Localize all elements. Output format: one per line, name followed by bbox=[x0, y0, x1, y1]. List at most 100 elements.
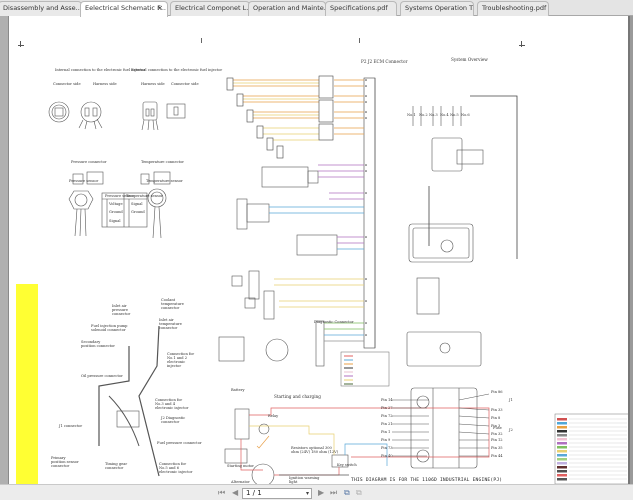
tab-electrical-schematic[interactable]: Eelectrical Schematic F... × bbox=[80, 1, 168, 17]
tab-label: Troubleshooting.pdf bbox=[482, 4, 547, 12]
cyl-label: No.2 bbox=[419, 113, 428, 117]
label-injector-internal: Internal connection to the electronic fu… bbox=[55, 68, 146, 72]
pin-label: Pin 3 bbox=[491, 424, 501, 428]
ecm-callout: J2 bbox=[509, 428, 513, 432]
pin-label: Pin 33 bbox=[491, 408, 503, 412]
crop-mark bbox=[201, 38, 202, 43]
page-number-value: 1 / 1 bbox=[246, 489, 262, 497]
tab-bar: Disassembly and Asse... Eelectrical Sche… bbox=[0, 0, 633, 17]
highlight-annotation bbox=[16, 284, 38, 484]
harness-label: Inlet air pressure connector bbox=[112, 304, 131, 317]
pin-label: Pin 73 bbox=[381, 446, 393, 450]
tab-disassembly[interactable]: Disassembly and Asse... bbox=[0, 1, 82, 16]
harness-label: Secondary position connector bbox=[81, 340, 115, 349]
tab-troubleshooting[interactable]: Troubleshooting.pdf bbox=[477, 1, 549, 16]
crop-mark bbox=[359, 38, 360, 43]
starting-charging-title: Starting and charging bbox=[274, 394, 321, 399]
label-temperature-sensor: Temperature sensor bbox=[146, 179, 183, 183]
harness-label: Oil pressure connector bbox=[81, 374, 123, 378]
last-page-button[interactable]: ⏭ bbox=[330, 488, 338, 497]
harness-label: Connection for No.1 and 2 electronic inj… bbox=[167, 352, 195, 369]
cyl-label: No.5 bbox=[450, 113, 459, 117]
sensor-table-cell: Signal bbox=[109, 219, 121, 223]
sensor-table-header: Temperature sensor bbox=[126, 194, 163, 198]
copy-page-alt-icon[interactable]: ⧉ bbox=[356, 488, 362, 497]
harness-label: Connection for No.5 and 6 electronic inj… bbox=[159, 462, 193, 475]
pin-label: Pin 8 bbox=[491, 416, 501, 420]
ecm-callout: J1 bbox=[509, 398, 513, 402]
cyl-label: No.1 bbox=[407, 113, 416, 117]
copy-page-icon[interactable]: ⧉ bbox=[344, 488, 350, 497]
next-page-button[interactable]: ▶ bbox=[318, 488, 325, 497]
tab-electrical-componet[interactable]: Electrical Componet L... bbox=[170, 1, 250, 16]
tab-label: Systems Operation T... bbox=[405, 4, 474, 12]
tab-label: Operation and Mainte... bbox=[253, 4, 326, 12]
pin-label: Pin 40 bbox=[381, 454, 393, 458]
label-harness-side: Harness side bbox=[93, 82, 117, 86]
pin-label: Pin 9 bbox=[381, 438, 391, 442]
harness-label: J2 Diagnostic connector bbox=[161, 416, 186, 425]
harness-label: Coolant temperature connector bbox=[161, 298, 184, 311]
tab-label: Specifications.pdf bbox=[330, 4, 388, 12]
pin-label: Pin 44 bbox=[491, 454, 503, 458]
crop-mark bbox=[519, 41, 525, 47]
crop-mark bbox=[18, 41, 24, 47]
label-alternator: Alternator bbox=[231, 480, 250, 484]
pin-label: Pin 72 bbox=[381, 414, 393, 418]
label-harness-side: Harness side bbox=[141, 82, 165, 86]
prev-page-button[interactable]: ◀ bbox=[232, 488, 239, 497]
pin-label: Pin 12 bbox=[491, 438, 503, 442]
system-overview-title: System Overview bbox=[451, 57, 488, 62]
sensor-table-header: Pressure sensor bbox=[105, 194, 135, 198]
label-resistors: Resistors optional 300 ohm (24V) 180 ohm… bbox=[291, 446, 339, 455]
pin-label: Pin 27 bbox=[381, 406, 393, 410]
sensor-table-cell: Ground bbox=[131, 210, 145, 214]
tab-label: Eelectrical Schematic F... bbox=[85, 4, 166, 12]
page-navigation-toolbar: ⏮ ◀ 1 / 1 ▾ ▶ ⏭ ⧉ ⧉ bbox=[0, 484, 633, 500]
harness-label: Inlet air temperature connector bbox=[159, 318, 182, 331]
sensor-table-cell: Voltage bbox=[109, 202, 123, 206]
pin-label: Pin 86 bbox=[491, 390, 503, 394]
page-number-input[interactable]: 1 / 1 ▾ bbox=[242, 488, 312, 499]
cyl-label: No.4 bbox=[440, 113, 449, 117]
harness-label: Primary position sensor connector bbox=[51, 456, 79, 469]
tab-systems-operation[interactable]: Systems Operation T... bbox=[400, 1, 474, 16]
label-pressure-sensor: Pressure sensor bbox=[69, 179, 99, 183]
sensor-table-cell: Signal bbox=[131, 202, 143, 206]
label-injector-external: External connection to the electronic fu… bbox=[131, 68, 223, 72]
harness-label: Fuel pressure connector bbox=[157, 441, 202, 445]
harness-label: Connection for No.3 and 4 electronic inj… bbox=[155, 398, 189, 411]
first-page-button[interactable]: ⏮ bbox=[218, 488, 226, 497]
sensor-table-cell: Ground bbox=[109, 210, 123, 214]
tab-label: Electrical Componet L... bbox=[175, 4, 250, 12]
chevron-down-icon[interactable]: ▾ bbox=[305, 490, 309, 497]
label-pressure-connector: Pressure connector bbox=[71, 160, 107, 164]
harness-label: Fuel injection pump solenoid connector bbox=[91, 324, 128, 333]
tab-label: Disassembly and Asse... bbox=[3, 4, 82, 12]
harness-label: Timing gear connector bbox=[105, 462, 128, 471]
label-temperature-connector: Temperature connector bbox=[141, 160, 184, 164]
schematic-drawing bbox=[48, 75, 628, 484]
document-viewport[interactable]: Internal connection to the electronic fu… bbox=[0, 16, 633, 484]
tab-specifications[interactable]: Specifications.pdf bbox=[325, 1, 397, 16]
tab-operation-maintenance[interactable]: Operation and Mainte... bbox=[248, 1, 326, 16]
pin-label: Pin 14 bbox=[381, 398, 393, 402]
harness-label: J1 connector bbox=[59, 424, 83, 428]
pdf-page: Internal connection to the electronic fu… bbox=[8, 16, 630, 484]
close-tab-icon[interactable]: × bbox=[157, 4, 163, 12]
ecm-connector-title: P2 J2 ECM Connector bbox=[361, 59, 408, 64]
pin-label: Pin 35 bbox=[491, 446, 503, 450]
label-diagnostic-connector: Diagnostic Connector bbox=[314, 320, 354, 324]
label-battery: Battery bbox=[231, 388, 245, 392]
label-connector-side: Connector side bbox=[171, 82, 199, 86]
pin-label: Pin 1 bbox=[381, 430, 391, 434]
label-starting-motor: Starting motor bbox=[227, 464, 255, 468]
cyl-label: No.3 bbox=[429, 113, 438, 117]
left-gutter bbox=[0, 16, 8, 484]
label-ignition-warning: Ignition warning light bbox=[289, 476, 320, 484]
pin-label: Pin 21 bbox=[381, 422, 393, 426]
cyl-label: No.6 bbox=[461, 113, 470, 117]
label-relay: Relay bbox=[268, 414, 279, 418]
label-key-switch: Key switch bbox=[337, 463, 357, 467]
